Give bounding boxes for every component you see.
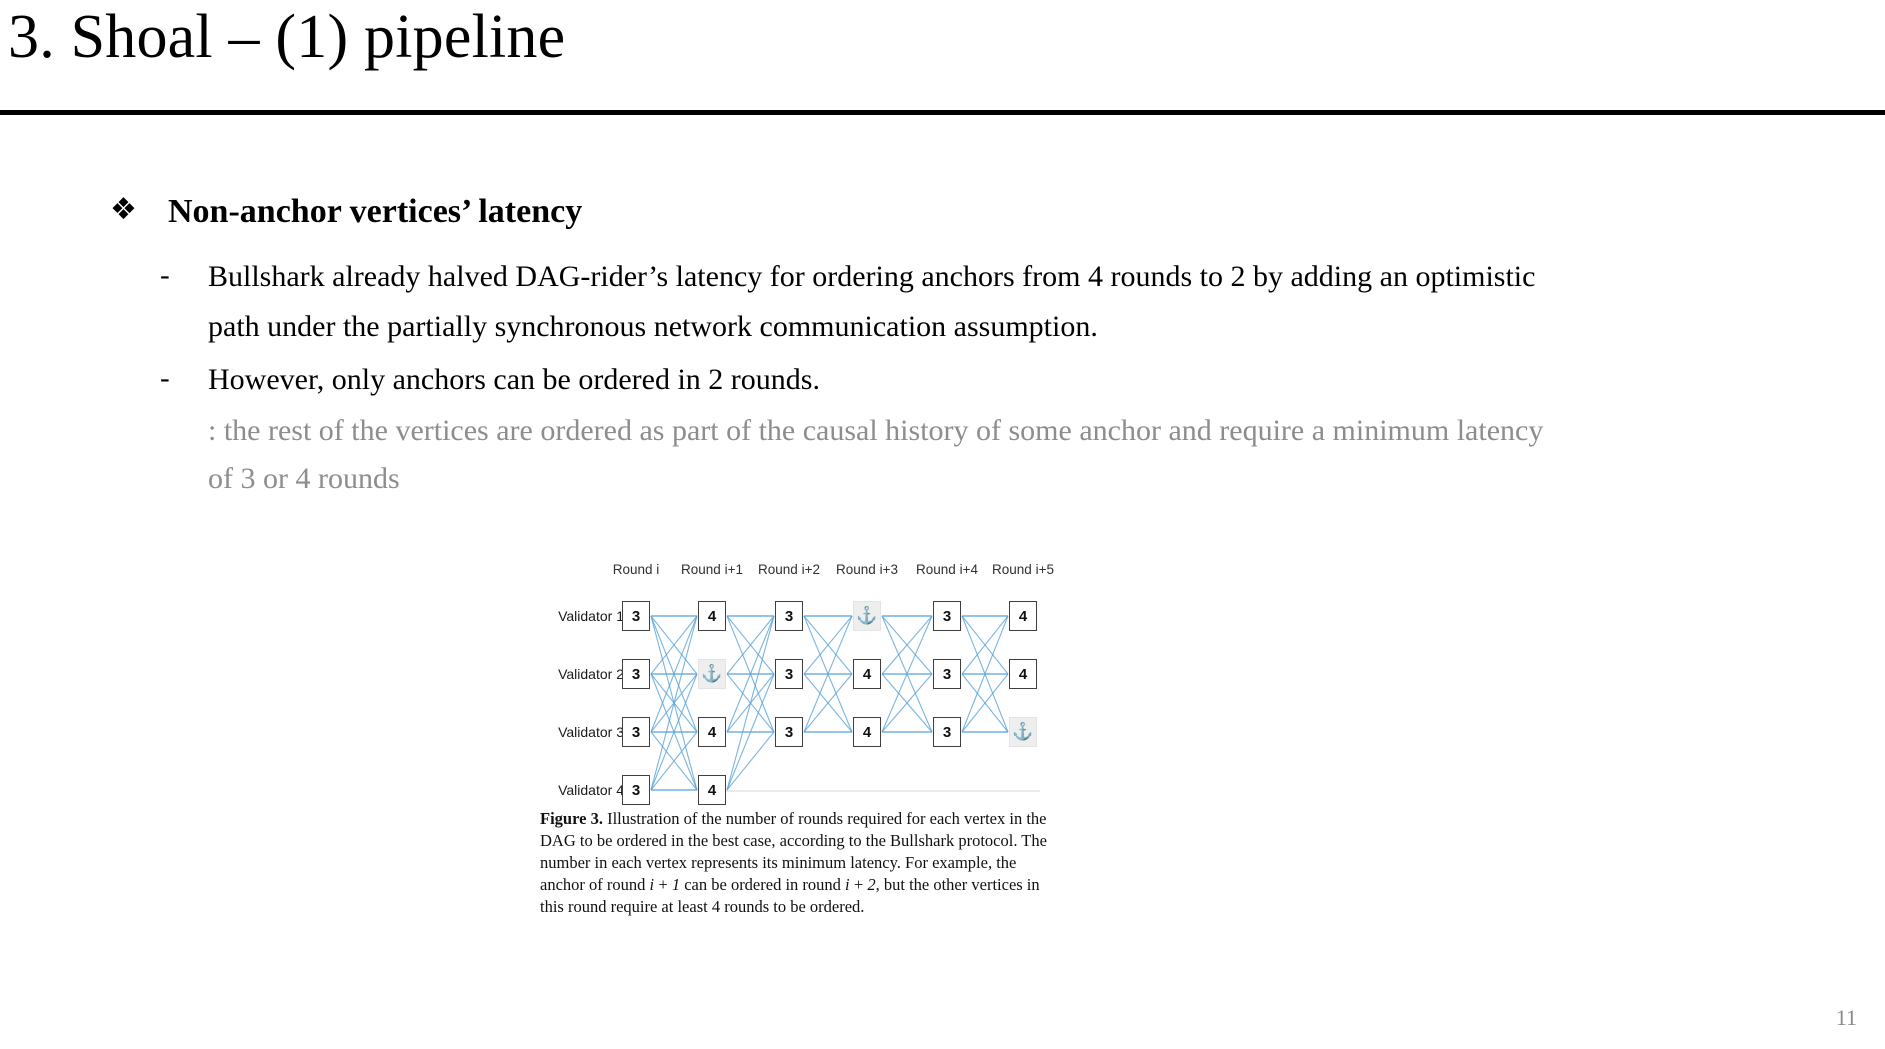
dag-vertex: 4 — [853, 659, 881, 689]
diamond-bullet-icon: ❖ — [110, 192, 137, 227]
bullet-marker: - — [160, 362, 170, 394]
round-label: Round i+2 — [758, 562, 820, 577]
dag-vertex: 3 — [933, 717, 961, 747]
dag-vertex: 4 — [1009, 659, 1037, 689]
dag-vertex: 4 — [1009, 601, 1037, 631]
dag-vertex: 4 — [698, 775, 726, 805]
page-title: 3. Shoal – (1) pipeline — [8, 3, 566, 71]
bullet-item: - However, only anchors can be ordered i… — [160, 355, 1560, 405]
round-label: Round i+4 — [916, 562, 978, 577]
dag-vertex: 3 — [622, 717, 650, 747]
round-label: Round i+3 — [836, 562, 898, 577]
figure-caption-body: Illustration of the number of rounds req… — [540, 809, 1047, 894]
dag-vertex: 4 — [698, 601, 726, 631]
figure-caption-label: Figure 3. — [540, 809, 603, 828]
bullet-marker: - — [160, 259, 170, 291]
dag-edges — [622, 615, 1040, 792]
sub-note-text: : the rest of the vertices are ordered a… — [208, 413, 1544, 495]
dag-figure: Round i Round i+1 Round i+2 Round i+3 Round … — [540, 562, 1100, 918]
bullet-item: - Bullshark already halved DAG-rider’s l… — [160, 252, 1560, 351]
dag-vertex: 3 — [933, 601, 961, 631]
dag-vertex: 3 — [622, 659, 650, 689]
figure-caption-body2: can be ordered in round — [680, 874, 846, 894]
body-content: - Bullshark already halved DAG-rider’s l… — [160, 252, 1560, 503]
bullet-text: Bullshark already halved DAG-rider’s lat… — [208, 260, 1536, 343]
round-label: Round i+5 — [992, 562, 1054, 577]
dag-vertex: 3 — [775, 601, 803, 631]
anchor-icon: ⚓ — [698, 659, 726, 689]
dag-vertex: 3 — [933, 659, 961, 689]
dag-vertex: 3 — [622, 601, 650, 631]
validator-label: Validator 1 — [558, 608, 624, 624]
dag-diagram: Round i Round i+1 Round i+2 Round i+3 Round … — [540, 562, 1060, 805]
dag-vertex: 3 — [622, 775, 650, 805]
heading-row: ❖ Non-anchor vertices’ latency — [110, 195, 582, 229]
section-heading: Non-anchor vertices’ latency — [168, 193, 583, 230]
round-label: Round i+1 — [681, 562, 743, 577]
figure-caption: Figure 3. Illustration of the number of … — [540, 808, 1048, 918]
validator-label: Validator 4 — [558, 782, 624, 798]
validator-label: Validator 3 — [558, 724, 624, 740]
bullet-text: However, only anchors can be ordered in … — [208, 363, 820, 396]
dag-vertex: 3 — [775, 717, 803, 747]
dag-vertex: 3 — [775, 659, 803, 689]
title-divider — [0, 110, 1885, 115]
anchor-icon: ⚓ — [853, 601, 881, 631]
page-number: 11 — [1835, 1005, 1857, 1030]
dag-vertex: 4 — [698, 717, 726, 747]
figure-caption-body3: , but the other vertices in this round r… — [540, 874, 1040, 916]
dag-vertex: 4 — [853, 717, 881, 747]
validator-label: Validator 2 — [558, 666, 624, 682]
figure-caption-i1: i + 1 — [649, 874, 681, 894]
round-label: Round i — [612, 562, 660, 577]
anchor-icon: ⚓ — [1009, 717, 1037, 747]
figure-caption-i2: i + 2 — [845, 874, 876, 894]
